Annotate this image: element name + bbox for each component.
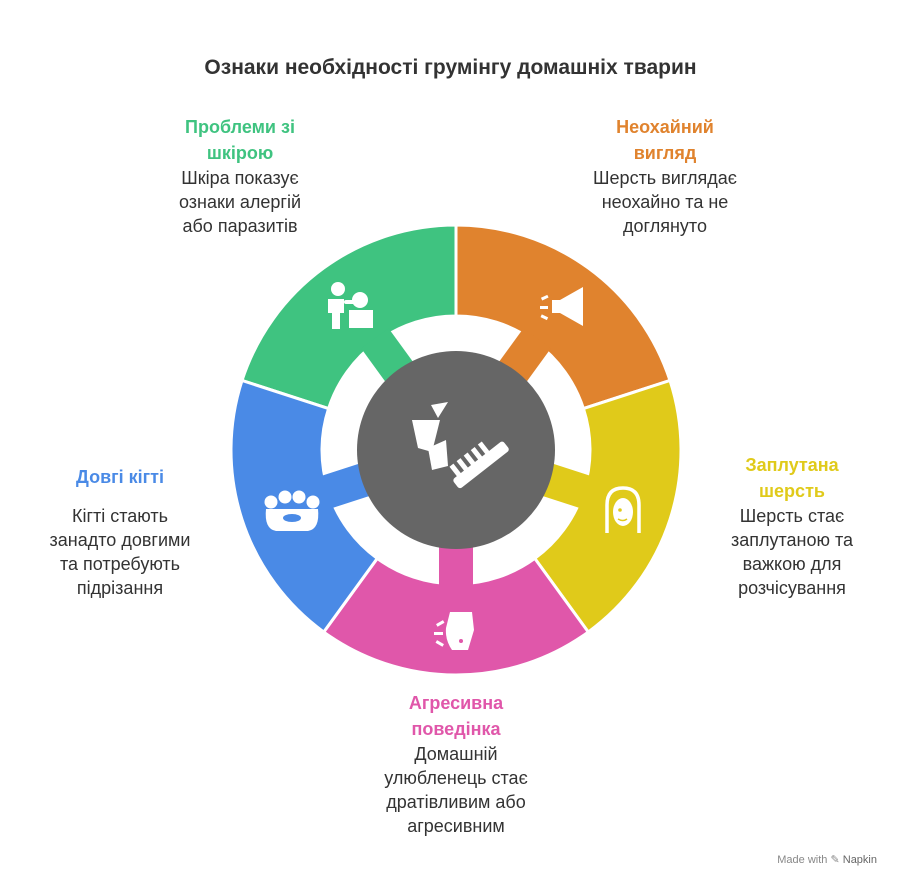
footer-credit: Made with ✎ Napkin — [777, 853, 877, 866]
bow-and-comb-icon — [412, 402, 509, 489]
footer-brand: Napkin — [842, 854, 877, 866]
segment-aggressive-block: Агресивна поведінка Домашній улюбленець … — [366, 690, 546, 838]
segment-tangled-connector — [541, 463, 593, 509]
segment-aggressive-description: Домашній улюбленець стає дратівливим або… — [384, 744, 528, 836]
segment-tangled-description: Шерсть стає заплутаною та важкою для роз… — [730, 506, 854, 598]
segment-untidy-description: Шерсть виглядає неохайно та не доглянуто — [593, 168, 737, 236]
long-hair-face-icon — [605, 486, 641, 533]
segment-untidy-connector — [498, 328, 551, 384]
segment-skin-description: Шкіра показує ознаки алергій або паразит… — [178, 168, 302, 236]
segment-skin-title: Проблеми зі шкірою — [185, 117, 295, 163]
segment-nails-connector — [319, 463, 371, 509]
barking-dog-icon — [434, 612, 474, 650]
segment-nails-block: Довгі кігті Кігті стають занадто довгими… — [30, 464, 210, 600]
napkin-logo-icon: ✎ — [830, 854, 840, 866]
segment-tangled-block: Заплутана шерсть Шерсть стає заплутаною … — [702, 452, 882, 600]
segment-skin-block: Проблеми зі шкірою Шкіра показує ознаки … — [150, 114, 330, 238]
page-title: Ознаки необхідності грумінгу домашніх тв… — [204, 56, 697, 79]
vet-examining-pet-icon — [328, 282, 373, 329]
megaphone-icon — [540, 287, 583, 326]
center-circle — [357, 351, 555, 549]
segment-untidy-title: Неохайний вигляд — [616, 117, 714, 163]
segment-aggressive-title: Агресивна поведінка — [408, 693, 504, 739]
segment-untidy — [454, 223, 672, 411]
segment-nails-description: Кігті стають занадто довгими та потребую… — [49, 506, 191, 598]
footer-prefix: Made with — [777, 854, 828, 866]
segment-nails — [229, 378, 380, 635]
segment-skin-connector — [361, 328, 414, 384]
paw-claws-icon — [264, 490, 320, 531]
segment-untidy-block: Неохайний вигляд Шерсть виглядає неохайн… — [575, 114, 755, 238]
segment-nails-title: Довгі кігті — [76, 467, 164, 487]
segment-tangled-title: Заплутана шерсть — [745, 455, 839, 501]
